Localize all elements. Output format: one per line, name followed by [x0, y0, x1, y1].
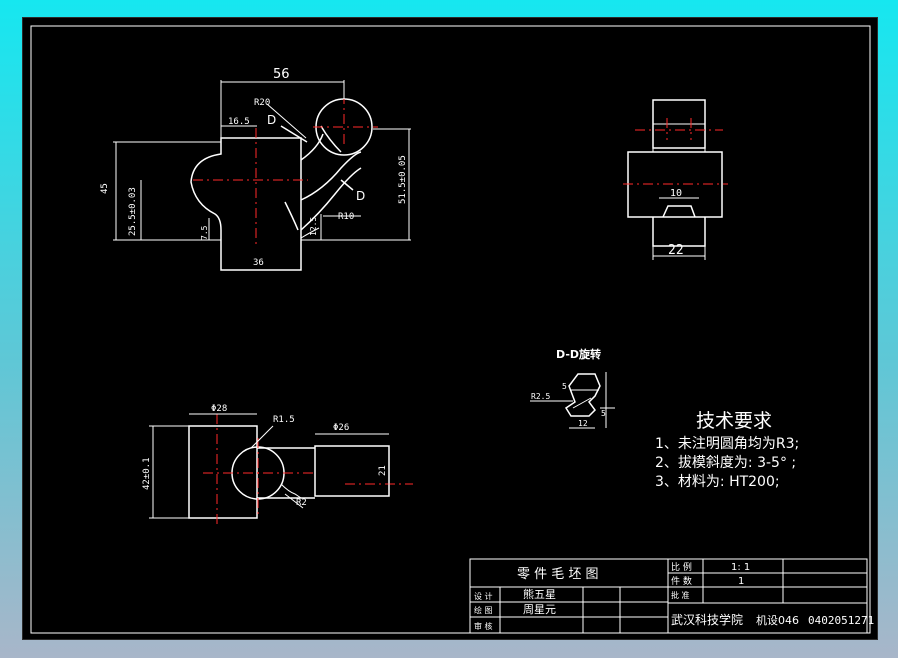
section-dim-r2-5: R2.5 [531, 392, 550, 401]
side-bottom-slot [652, 205, 706, 247]
section-hatch-2 [572, 397, 592, 409]
drawing-border [30, 25, 871, 634]
front-main-body [190, 137, 302, 271]
tb-scale-value: 1: 1 [731, 562, 750, 573]
dim-22: 22 [668, 243, 684, 258]
section-dim-12: 12 [578, 419, 588, 428]
section-view-dd: D-D旋转 5 R2.5 12 5 [530, 347, 615, 429]
tb-draw-label: 绘 图 [474, 605, 493, 615]
front-arm [300, 125, 362, 201]
front-fillet-r10 [300, 227, 320, 239]
section-title: D-D旋转 [556, 347, 601, 361]
tb-scale-label: 比 例 [671, 561, 692, 573]
section-dim-5: 5 [562, 382, 567, 391]
dim-45: 45 [100, 183, 110, 194]
tb-drawer: 周星元 [523, 603, 556, 616]
dim-16-5: 16.5 [228, 117, 250, 127]
technical-requirements: 技术要求 1、未注明圆角均为R3; 2、拔模斜度为: 3-5° ; 3、材料为:… [655, 410, 799, 490]
tb-designer: 熊五星 [523, 587, 556, 601]
tech-req-title: 技术要求 [696, 410, 772, 432]
drawing-sheet: 56 16.5 R20 D D 45 25.5±0.03 7.5 36 12.5… [22, 17, 878, 640]
dim-phi28: Φ28 [211, 404, 227, 414]
tb-design-label: 设 计 [474, 591, 493, 601]
dim-51-5: 51.5±0.05 [398, 155, 408, 204]
leader-r2 [284, 493, 304, 509]
dim-r2: R2 [296, 498, 307, 508]
section-mark-d-bottom: D [356, 189, 365, 203]
dim-36: 36 [253, 258, 264, 268]
dim-r20: R20 [254, 98, 270, 108]
side-view: 10 22 [623, 99, 728, 260]
cad-drawing: 56 16.5 R20 D D 45 25.5±0.03 7.5 36 12.5… [30, 25, 874, 634]
section-dim-5b: 5 [601, 409, 606, 418]
leader-r20 [266, 103, 307, 139]
leader-r1-5 [250, 425, 274, 449]
section-arrow-bottom [340, 179, 354, 191]
dim-25-5: 25.5±0.03 [128, 187, 138, 236]
title-block: 零 件 毛 坯 图 比 例 1: 1 件 数 1 设 计 熊五星 绘 图 周星元… [469, 558, 874, 634]
tb-class: 机设046 [756, 613, 799, 627]
dim-56: 56 [273, 67, 290, 82]
section-mark-d-top: D [267, 113, 276, 127]
section-profile [564, 373, 601, 417]
dim-10: 10 [670, 188, 682, 199]
tb-school: 武汉科技学院 [671, 612, 743, 627]
front-arm-lower [300, 167, 362, 231]
dim-r1-5: R1.5 [273, 415, 295, 425]
top-view: Φ28 R1.5 Φ26 42±0.1 21 R2 [142, 404, 413, 524]
dim-7-5: 7.5 [200, 225, 209, 240]
side-boss [652, 123, 706, 153]
front-view: 56 16.5 R20 D D 45 25.5±0.03 7.5 36 12.5… [100, 67, 411, 271]
dim-r10: R10 [338, 212, 354, 222]
tb-count-value: 1 [738, 576, 744, 587]
tb-check-label: 审 核 [474, 621, 493, 631]
tech-req-line-3: 3、材料为: HT200; [655, 474, 780, 490]
tb-drawing-name: 零 件 毛 坯 图 [517, 567, 599, 582]
dim-42: 42±0.1 [142, 457, 152, 490]
tb-count-label: 件 数 [671, 575, 692, 587]
dim-12-5: 12.5 [309, 217, 318, 236]
dim-phi26: Φ26 [333, 423, 349, 433]
top-fillet [280, 483, 302, 499]
top-block [188, 425, 258, 519]
dim-21: 21 [378, 465, 388, 476]
tb-student-id: 0402051271 [808, 614, 874, 627]
tech-req-line-1: 1、未注明圆角均为R3; [655, 436, 799, 452]
tech-req-line-2: 2、拔模斜度为: 3-5° ; [655, 455, 796, 471]
front-boss-circle [315, 98, 373, 156]
tb-approve-label: 批 准 [671, 590, 690, 600]
section-arrow-top [280, 125, 308, 143]
front-arm-bend [284, 201, 299, 231]
